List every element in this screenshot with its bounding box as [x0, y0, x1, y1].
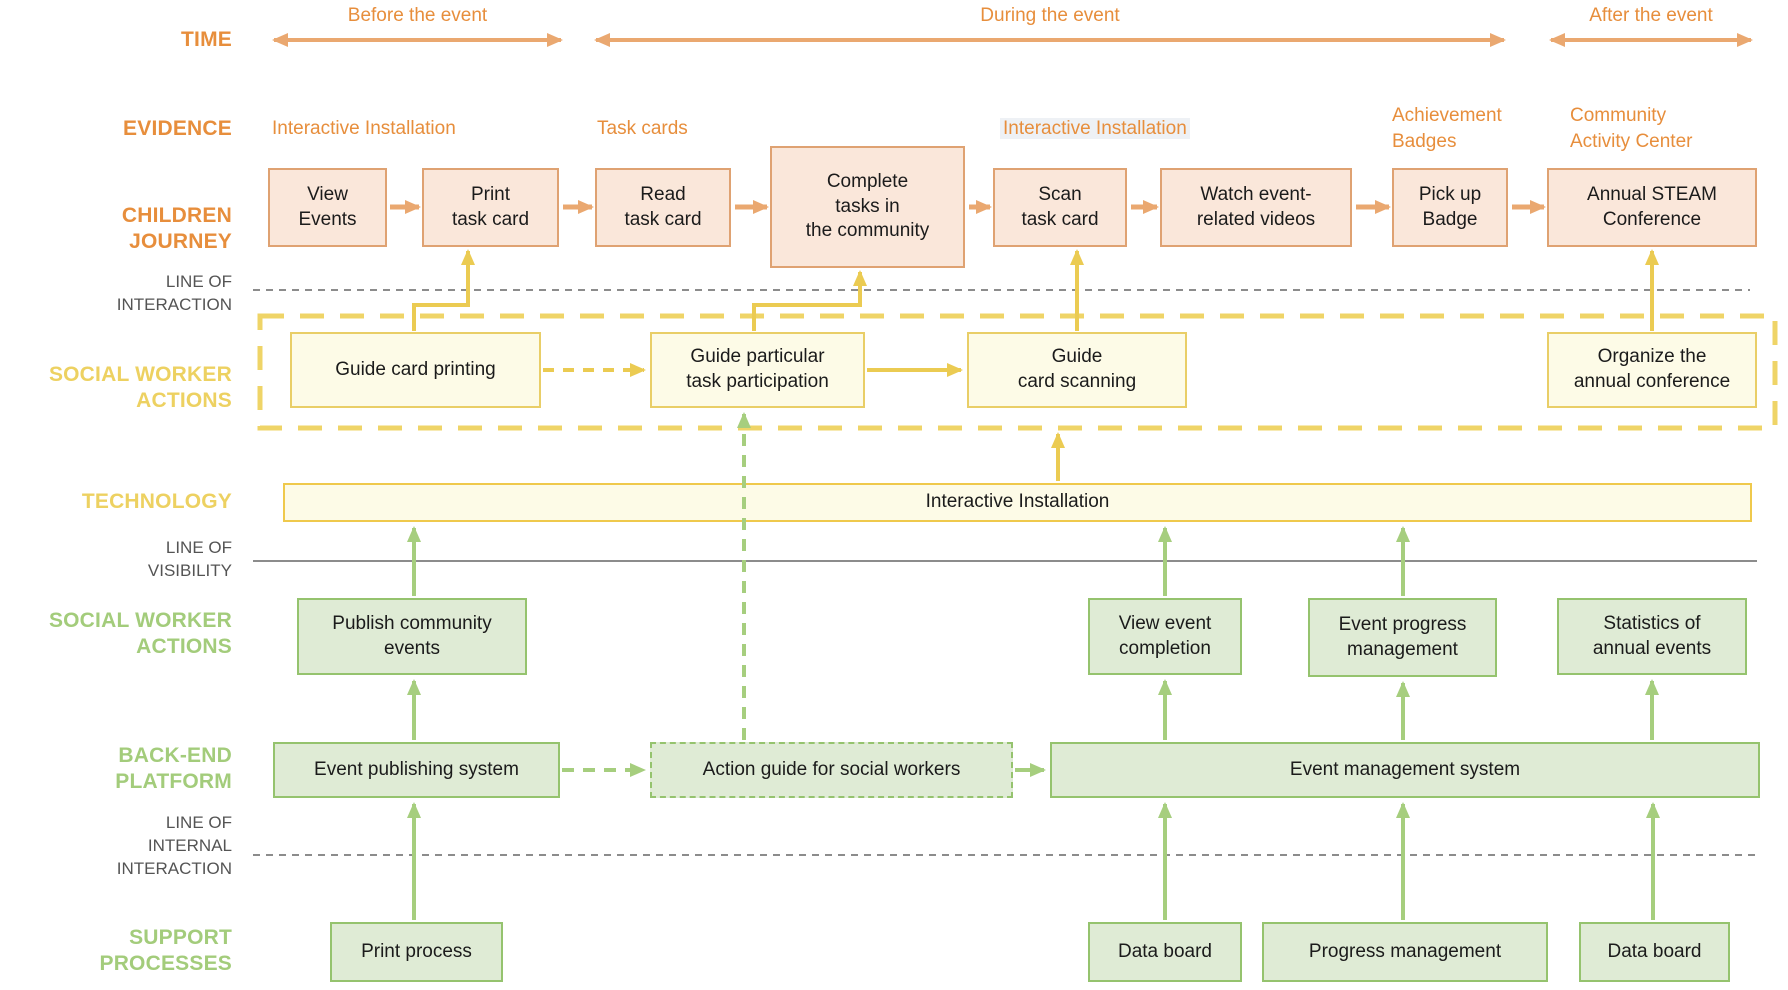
time-period-after: After the event	[1589, 5, 1713, 26]
lane-label-time: TIME	[181, 28, 232, 51]
technology-interactive-installation-bar: Interactive Installation	[283, 483, 1752, 522]
line-of-interaction-label: LINE OF INTERACTION	[116, 272, 232, 314]
evidence-interactive-installation-1: Interactive Installation	[272, 118, 456, 139]
journey-step-view-events: View Events	[268, 168, 387, 247]
evidence-task-cards: Task cards	[597, 118, 688, 139]
support-data-board-1: Data board	[1088, 922, 1242, 982]
lane-label-support-processes: SUPPORT PROCESSES	[99, 926, 232, 976]
backstage-view-event-completion: View event completion	[1088, 598, 1242, 675]
evidence-community-activity-center: Community Activity Center	[1570, 105, 1693, 152]
evidence-highlight: Interactive Installation	[1000, 118, 1190, 139]
backstage-arrows	[407, 526, 1660, 920]
lane-label-children-journey: CHILDREN JOURNEY	[121, 204, 232, 254]
journey-step-scan-task-card: Scan task card	[993, 168, 1127, 247]
evidence-interactive-installation-2: Interactive Installation	[1000, 116, 1190, 142]
backend-event-publishing-system: Event publishing system	[273, 742, 560, 798]
journey-step-complete-tasks: Complete tasks in the community	[770, 146, 965, 268]
support-progress-management: Progress management	[1262, 922, 1548, 982]
journey-step-read-task-card: Read task card	[595, 168, 731, 247]
lane-label-social-worker-actions-front: SOCIAL WORKER ACTIONS	[48, 363, 232, 413]
lane-label-evidence: EVIDENCE	[123, 117, 232, 140]
backend-event-management-system: Event management system	[1050, 742, 1760, 798]
evidence-achievement-badges: Achievement Badges	[1392, 105, 1502, 152]
line-of-internal-interaction-label: LINE OF INTERNAL INTERACTION	[116, 813, 232, 878]
journey-step-watch-videos: Watch event- related videos	[1160, 168, 1352, 247]
backstage-statistics-annual-events: Statistics of annual events	[1557, 598, 1747, 675]
lane-label-backend-platform: BACK-END PLATFORM	[115, 744, 232, 794]
frontstage-organize-annual-conference: Organize the annual conference	[1547, 332, 1757, 408]
support-print-process: Print process	[330, 922, 503, 982]
line-of-visibility-label: LINE OF VISIBILITY	[147, 538, 232, 580]
journey-step-annual-steam-conference: Annual STEAM Conference	[1547, 168, 1757, 247]
arrow-participation-to-complete	[752, 270, 867, 331]
backend-action-guide-social-workers: Action guide for social workers	[650, 742, 1013, 798]
lane-label-social-worker-actions-back: SOCIAL WORKER ACTIONS	[48, 609, 232, 659]
journey-step-pick-up-badge: Pick up Badge	[1392, 168, 1508, 247]
frontstage-guide-card-printing: Guide card printing	[290, 332, 541, 408]
backstage-publish-community-events: Publish community events	[297, 598, 527, 675]
frontstage-guide-task-participation: Guide particular task participation	[650, 332, 865, 408]
lane-label-technology: TECHNOLOGY	[81, 490, 232, 513]
journey-step-print-task-card: Print task card	[422, 168, 559, 247]
frontstage-guide-card-scanning: Guide card scanning	[967, 332, 1187, 408]
support-data-board-2: Data board	[1579, 922, 1730, 982]
time-period-before: Before the event	[347, 5, 488, 26]
backstage-event-progress-management: Event progress management	[1308, 598, 1497, 677]
arrow-printing-to-print-card	[412, 249, 475, 331]
time-period-during: During the event	[980, 5, 1120, 26]
